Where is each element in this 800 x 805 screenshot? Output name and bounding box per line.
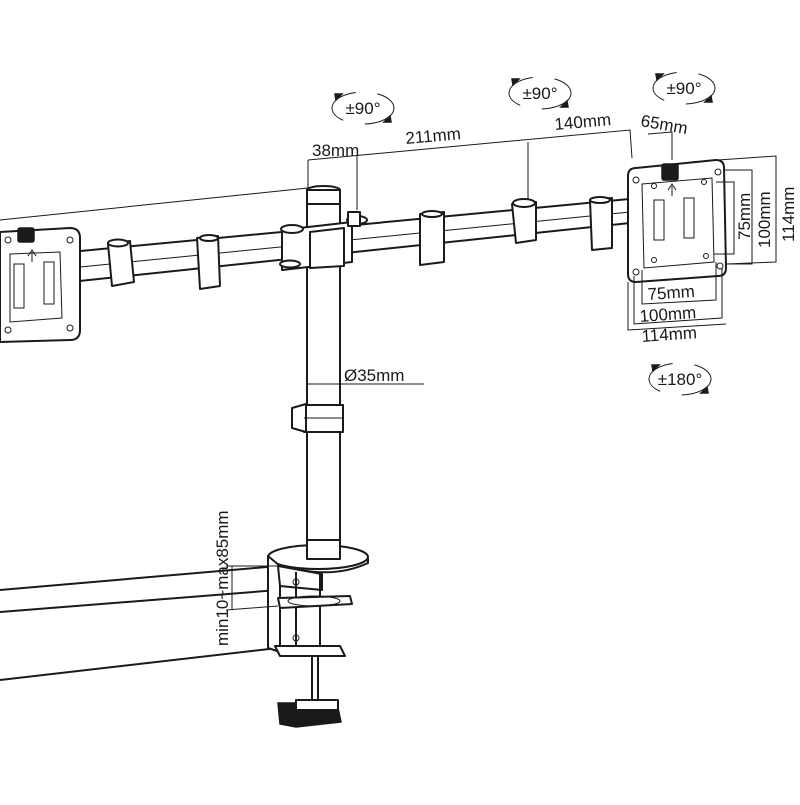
height-collar <box>291 403 344 433</box>
dim-arm-outer: 140mm <box>554 110 612 134</box>
left-vesa-plate <box>0 227 81 343</box>
dim-vesa-75-vertical: 75mm <box>735 193 754 240</box>
dim-arm-offset: 38mm <box>312 141 359 160</box>
desk-clamp <box>267 555 346 728</box>
desk-surface <box>0 565 279 681</box>
dim-vesa-100-horizontal: 100mm <box>639 303 697 326</box>
dimension-labels: 38mm 211mm 140mm 65mm Ø35mm 75mm 100mm 1… <box>213 110 798 646</box>
dim-plate-114-vertical: 114mm <box>779 187 798 242</box>
horizontal-arm <box>69 197 641 283</box>
rotation-label-elbow: ±90° <box>522 84 557 103</box>
dimension-lines <box>225 129 777 611</box>
rotation-label-tilt: ±90° <box>666 79 701 98</box>
base-disc <box>267 539 369 574</box>
rotation-tilt: ±90° <box>652 71 716 105</box>
dim-vesa-75-horizontal: 75mm <box>647 282 695 304</box>
right-vesa-plate <box>627 159 727 283</box>
clamp-plate <box>277 595 353 609</box>
dim-clamp-range: min10~max85mm <box>213 510 232 646</box>
arm-clips <box>107 196 613 290</box>
rotation-label-arm-joint: ±90° <box>345 99 380 118</box>
dim-vesa-100-vertical: 100mm <box>755 191 774 248</box>
rotation-swivel: ±180° <box>648 362 712 396</box>
rotation-label-swivel: ±180° <box>658 370 703 389</box>
central-hub <box>279 211 368 271</box>
rotation-elbow: ±90° <box>508 76 572 110</box>
rotation-arm-joint: ±90° <box>331 91 395 125</box>
dim-plate-114-horizontal: 114mm <box>641 323 698 346</box>
dim-arm-segment: 211mm <box>405 124 462 148</box>
arm-guide-line <box>0 187 309 221</box>
dim-pole-diameter: Ø35mm <box>344 366 404 385</box>
dim-plate-offset: 65mm <box>639 111 689 138</box>
